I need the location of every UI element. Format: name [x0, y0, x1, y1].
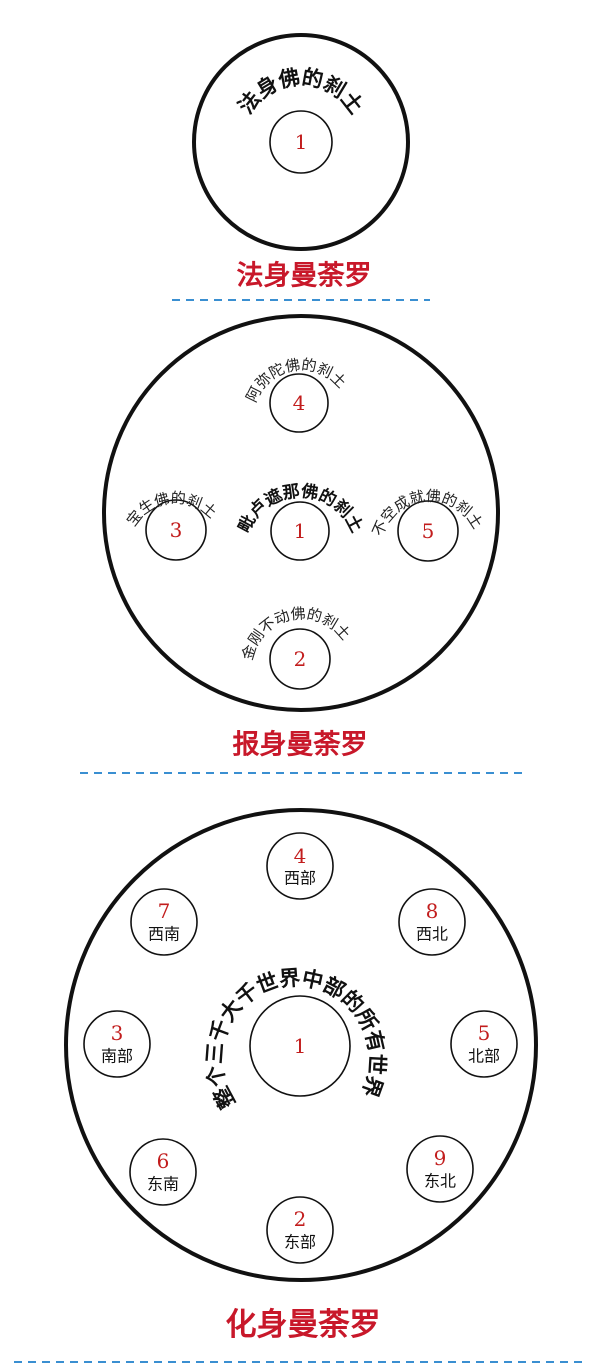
sambhogakaya-bottom-number: 2 [294, 647, 307, 671]
nirmanakaya-mandala: 1 整个三千大千世界中部的所有世界 4 西部 7 西南 8 西北 3 南部 5 [64, 808, 538, 1343]
sambhogakaya-top-number: 4 [293, 391, 306, 415]
nirmanakaya-title: 化身曼荼罗 [226, 1307, 381, 1343]
node-west: 4 西部 [266, 832, 334, 900]
node-east: 2 东部 [266, 1196, 334, 1264]
node-east-number: 2 [294, 1207, 307, 1231]
node-southwest: 7 西南 [130, 888, 198, 956]
node-south: 3 南部 [83, 1010, 151, 1078]
node-south-circle [83, 1010, 151, 1078]
dharmakaya-center-number: 1 [295, 130, 308, 154]
dharmakaya-mandala: 1 法身佛的刹土 法身曼荼罗 [192, 33, 410, 292]
node-south-number: 3 [111, 1021, 124, 1045]
node-northeast-label: 东北 [424, 1172, 456, 1191]
sambhogakaya-right-circle [397, 500, 459, 562]
dharmakaya-center-circle [269, 110, 333, 174]
nirmanakaya-center-number: 1 [294, 1034, 307, 1058]
nirmanakaya-outer-circle [64, 808, 538, 1282]
node-north: 5 北部 [450, 1010, 518, 1078]
node-northwest: 8 西北 [398, 888, 466, 956]
node-northeast-number: 9 [434, 1146, 447, 1170]
node-southeast-circle [129, 1138, 197, 1206]
node-north-circle [450, 1010, 518, 1078]
sambhogakaya-bottom-circle [269, 628, 331, 690]
node-northwest-number: 8 [426, 899, 439, 923]
sambhogakaya-outer-circle [102, 314, 500, 712]
sambhogakaya-title: 报身曼荼罗 [233, 729, 368, 761]
node-west-label: 西部 [284, 869, 316, 888]
node-southwest-number: 7 [158, 899, 171, 923]
nirmanakaya-center-circle [249, 995, 351, 1097]
node-north-number: 5 [478, 1021, 491, 1045]
node-north-label: 北部 [468, 1047, 500, 1066]
sambhogakaya-center-circle [270, 501, 330, 561]
node-southeast-label: 东南 [147, 1175, 179, 1194]
node-northwest-circle [398, 888, 466, 956]
node-west-number: 4 [294, 844, 307, 868]
sambhogakaya-top-circle [269, 373, 329, 433]
node-southwest-circle [130, 888, 198, 956]
sambhogakaya-center-number: 1 [294, 519, 307, 543]
node-south-label: 南部 [101, 1047, 133, 1066]
node-west-circle [266, 832, 334, 900]
node-southwest-label: 西南 [148, 925, 180, 944]
node-northeast: 9 东北 [406, 1135, 474, 1203]
sambhogakaya-left-number: 3 [170, 518, 183, 542]
node-southeast-number: 6 [157, 1149, 170, 1173]
node-northeast-circle [406, 1135, 474, 1203]
dharmakaya-title: 法身曼荼罗 [237, 260, 372, 292]
node-east-circle [266, 1196, 334, 1264]
sambhogakaya-mandala: 1 毗卢遮那佛的刹土 4 阿弥陀佛的刹土 3 宝生佛的刹土 5 不空成就佛的刹土… [102, 314, 500, 761]
node-east-label: 东部 [284, 1233, 316, 1252]
node-northwest-label: 西北 [416, 925, 448, 944]
sambhogakaya-left-circle [145, 499, 207, 561]
sambhogakaya-right-number: 5 [422, 519, 435, 543]
node-southeast: 6 东南 [129, 1138, 197, 1206]
dharmakaya-outer-circle [192, 33, 410, 251]
